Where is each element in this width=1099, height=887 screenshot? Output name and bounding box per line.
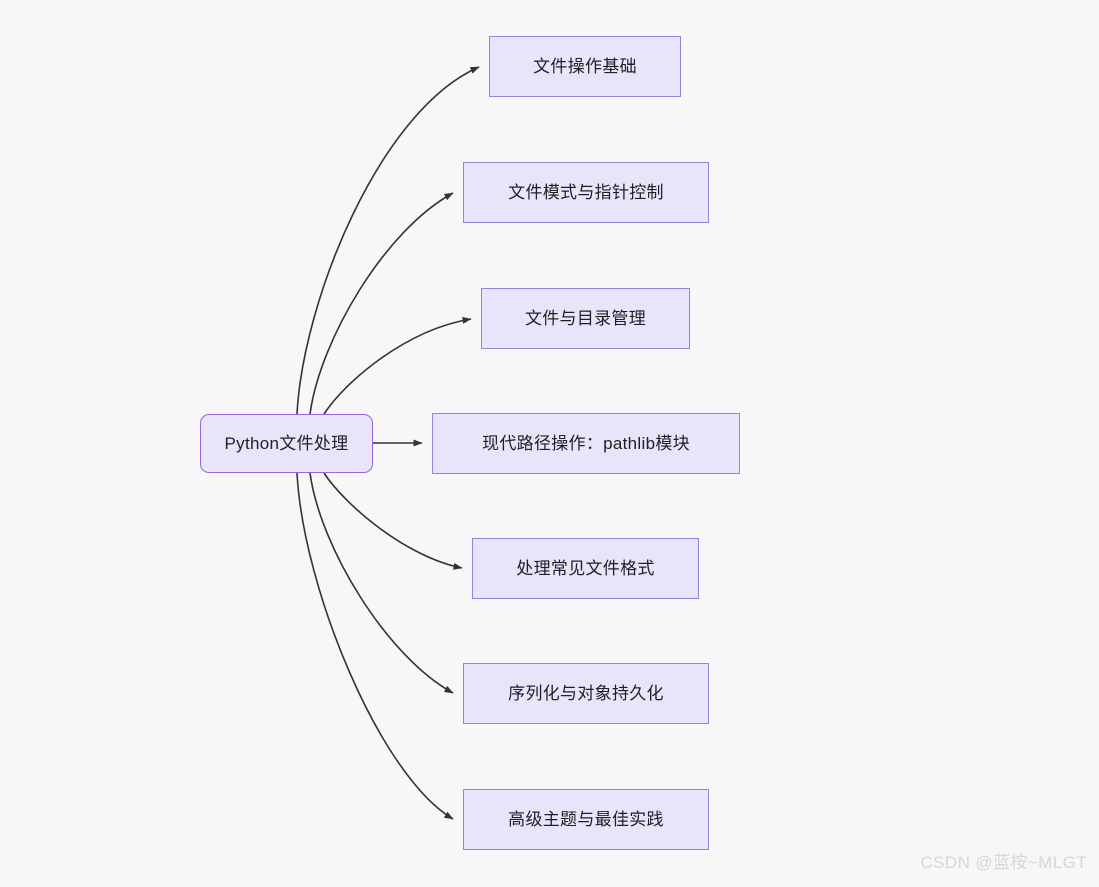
node-root[interactable]: Python文件处理 (200, 414, 373, 473)
edge-root-to-n3 (323, 316, 472, 415)
node-label: 现代路径操作：pathlib模块 (482, 433, 690, 453)
watermark: CSDN @蓝桉~MLGT (920, 853, 1087, 872)
node-label: 高级主题与最佳实践 (508, 809, 664, 829)
node-label: 处理常见文件格式 (516, 558, 655, 578)
node-serialization-and-persistence[interactable]: 序列化与对象持久化 (463, 663, 709, 724)
edge-root-to-n7 (296, 472, 454, 820)
node-advanced-topics-best-practices[interactable]: 高级主题与最佳实践 (463, 789, 709, 850)
edge-root-to-n2 (309, 192, 454, 415)
node-label: 序列化与对象持久化 (508, 683, 664, 703)
edge-root-to-n5 (323, 472, 463, 570)
node-root-label: Python文件处理 (224, 433, 349, 453)
node-label: 文件模式与指针控制 (508, 182, 664, 202)
node-file-mode-and-pointer-control[interactable]: 文件模式与指针控制 (463, 162, 709, 223)
node-file-and-directory-management[interactable]: 文件与目录管理 (481, 288, 690, 349)
edge-root-to-n1 (296, 66, 480, 415)
node-label: 文件与目录管理 (524, 308, 647, 328)
node-common-file-formats[interactable]: 处理常见文件格式 (472, 538, 699, 599)
node-modern-path-pathlib[interactable]: 现代路径操作：pathlib模块 (432, 413, 740, 474)
node-file-operation-basics[interactable]: 文件操作基础 (489, 36, 681, 97)
node-label: 文件操作基础 (533, 56, 637, 76)
edge-root-to-n6 (309, 472, 454, 694)
